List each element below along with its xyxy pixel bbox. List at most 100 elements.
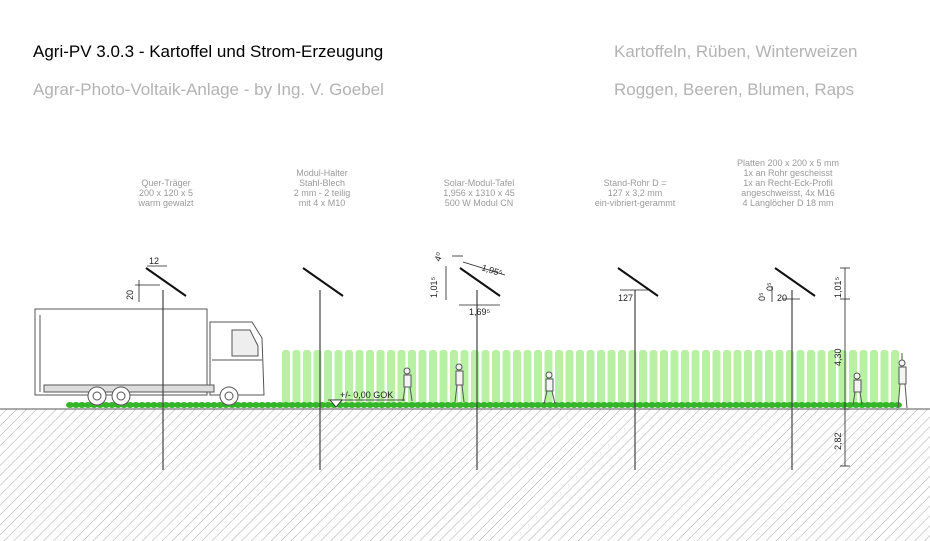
crop-base (180, 402, 188, 408)
crop-plant (282, 350, 290, 406)
crop-base (426, 402, 434, 408)
label-line: ein-vibriert-gerammt (594, 198, 676, 208)
crop-base (306, 402, 314, 408)
crop-base (708, 402, 716, 408)
crop-plant (513, 350, 521, 406)
crop-base (168, 402, 176, 408)
crop-plant (775, 350, 784, 406)
crop-plant (618, 350, 626, 406)
label-modulhalter: Modul-Halter Stahl-Blech 2 mm - 2 teilig… (294, 168, 351, 208)
crop-base (606, 402, 614, 408)
crop-plant (712, 350, 721, 406)
dim-169: 1,69⁵ (469, 307, 491, 317)
crop-base (636, 402, 644, 408)
crop-base (582, 402, 590, 408)
crop-base (354, 402, 362, 408)
crop-plant (418, 350, 427, 406)
crop-plant (870, 350, 878, 406)
crop-base (132, 402, 140, 408)
crop-base (642, 402, 650, 408)
crop-base (402, 402, 410, 408)
crops-line-2: Roggen, Beeren, Blumen, Raps (614, 80, 855, 99)
crop-plant (723, 350, 731, 406)
crop-base (438, 402, 446, 408)
crop-plant (471, 350, 479, 406)
crop-base (876, 402, 884, 408)
crop-base (564, 402, 572, 408)
crop-base (144, 402, 152, 408)
label-line: 200 x 120 x 5 (138, 188, 194, 198)
crop-base (210, 402, 218, 408)
crop-plant (796, 350, 805, 406)
crop-base (660, 402, 668, 408)
crop-base (360, 402, 368, 408)
label-line: 1x an Rohr gescheisst (743, 168, 833, 178)
crop-base (810, 402, 818, 408)
crop-plant (576, 350, 584, 406)
panel-5 (774, 267, 816, 297)
dim-1015-right: 1,01⁵ (833, 276, 843, 298)
crop-plant (639, 350, 647, 406)
crop-plant (828, 350, 836, 406)
crop-plant (324, 350, 332, 406)
crop-base (774, 402, 782, 408)
crop-base (588, 402, 596, 408)
crop-base (264, 402, 272, 408)
crop-plant (660, 350, 668, 406)
label-standrohr: Stand-Rohr D = 127 x 3,2 mm ein-vibriert… (595, 178, 676, 208)
crop-plant (292, 350, 301, 406)
panel-2 (302, 267, 344, 297)
crop-plant (670, 350, 679, 406)
crop-base (102, 402, 110, 408)
crop-base (756, 402, 764, 408)
crop-base (498, 402, 506, 408)
crop-base (834, 402, 842, 408)
crop-base (468, 402, 476, 408)
crop-base (510, 402, 518, 408)
crop-plant (366, 350, 374, 406)
crop-base (150, 402, 158, 408)
crop-plant (765, 350, 773, 406)
crop-base (276, 402, 284, 408)
crop-base (108, 402, 116, 408)
crop-base (492, 402, 500, 408)
person-4 (852, 372, 863, 406)
crop-base (822, 402, 830, 408)
crop-base (486, 402, 494, 408)
dim-282: 2,82 (833, 432, 843, 450)
crop-base (450, 402, 458, 408)
crop-base (600, 402, 608, 408)
crop-base (798, 402, 806, 408)
dim-gok: +/- 0,00 GOK (340, 390, 393, 400)
truck-box (34, 308, 208, 396)
crop-plant (807, 350, 815, 406)
crop-base (816, 402, 824, 408)
dim-05-b: 0⁵ (765, 282, 775, 291)
crop-base (690, 402, 698, 408)
dim-40: 4⁰ (432, 251, 444, 263)
crop-plant (754, 350, 763, 406)
crop-base (156, 402, 164, 408)
crop-base (324, 402, 332, 408)
crop-base (516, 402, 524, 408)
dim-20-left: 20 (125, 290, 135, 300)
dim-127: 127 (618, 293, 633, 303)
crop-plant (303, 350, 311, 406)
crop-plant (586, 350, 595, 406)
crop-base (696, 402, 704, 408)
crop-base (684, 402, 692, 408)
crop-plant (817, 350, 826, 406)
crop-plant (387, 350, 395, 406)
dim-430: 4,30 (833, 348, 843, 366)
crop-base (732, 402, 740, 408)
crop-base (288, 402, 296, 408)
pv-panels (145, 267, 816, 297)
crop-plant (334, 350, 343, 406)
crop-base (630, 402, 638, 408)
crop-base (294, 402, 302, 408)
crop-base (192, 402, 200, 408)
crop-base (720, 402, 728, 408)
crop-plant (481, 350, 490, 406)
crop-base (270, 402, 278, 408)
crop-base (840, 402, 848, 408)
